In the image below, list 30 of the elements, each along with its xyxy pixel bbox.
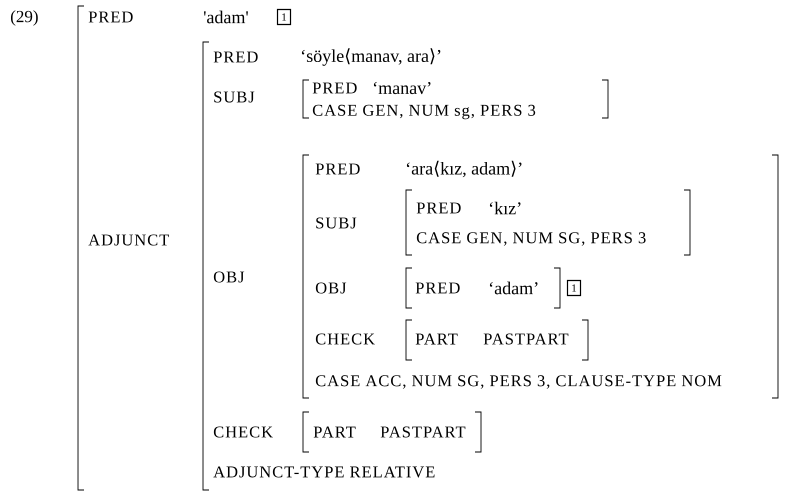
attribute-label: ADJUNCT: [88, 234, 169, 246]
attribute-label: PRED: [416, 202, 461, 214]
attribute-label: PRED: [312, 82, 357, 94]
feature-value: ‘kız’: [490, 202, 520, 214]
attribute-label: SUBJ: [214, 91, 254, 103]
attribute-label: CASE GEN, NUM sg, PERS 3: [312, 104, 536, 120]
attribute-label: PART: [416, 334, 458, 344]
attribute-label: PRED: [416, 282, 460, 294]
attribute-label: PASTPART: [380, 426, 466, 438]
attribute-label: OBJ: [214, 271, 244, 283]
attribute-label: CHECK: [214, 426, 273, 438]
attribute-label: PRED: [88, 12, 133, 22]
attribute-label: CHECK: [316, 333, 375, 345]
feature-value: ‘söyle⟨manav, ara⟩’: [302, 48, 440, 66]
example-number: (29): [10, 10, 38, 26]
attribute-label: CASE ACC, NUM SG, PERS 3, CLAUSE-TYPE NOM: [316, 375, 722, 389]
attribute-label: PASTPART: [484, 333, 568, 345]
attribute-label: SUBJ: [316, 217, 356, 229]
feature-value: ‘ara⟨kız, adam⟩’: [406, 160, 522, 178]
attribute-label: CASE GEN, NUM SG, PERS 3: [416, 232, 646, 246]
feature-value: 'adam': [204, 10, 248, 24]
index-box: 1: [276, 8, 292, 26]
attribute-label: PRED: [214, 52, 258, 62]
index-box: 1: [566, 280, 582, 296]
attribute-label: PART: [314, 426, 356, 438]
attribute-label: ADJUNCT-TYPE RELATIVE: [213, 466, 435, 478]
attribute-label: OBJ: [316, 282, 346, 294]
attribute-label: PRED: [316, 164, 360, 174]
feature-value: ‘adam’: [490, 282, 538, 294]
feature-value: ‘manav’: [374, 82, 430, 94]
